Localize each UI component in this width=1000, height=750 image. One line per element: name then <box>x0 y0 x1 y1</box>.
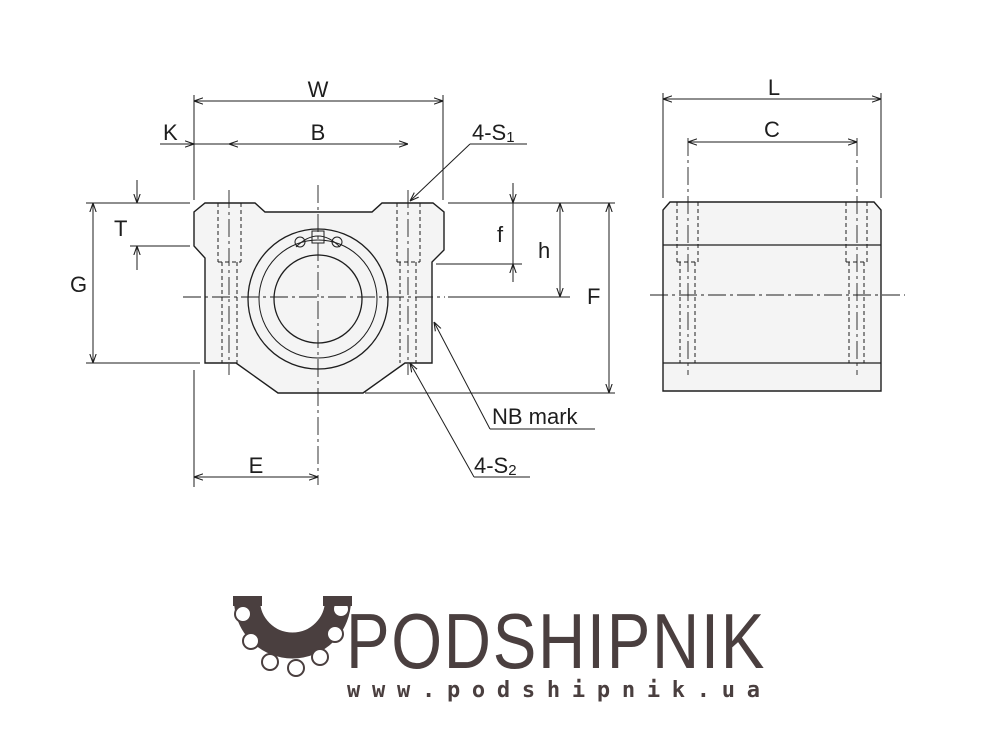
label-s1: 4-S1 <box>472 120 515 146</box>
label-f-large: F <box>587 284 600 309</box>
bearing-mid-ring <box>258 239 378 359</box>
label-nb-mark: NB mark <box>492 404 579 429</box>
label-g: G <box>70 272 87 297</box>
side-holes-right <box>845 202 868 363</box>
side-outline <box>662 201 882 392</box>
brand-logo: PODSHIPNIK www.podshipnik.ua <box>233 596 767 703</box>
ring-eye-left <box>294 236 306 248</box>
label-l: L <box>768 75 780 100</box>
label-h: h <box>538 238 550 263</box>
bolt-holes-right <box>396 203 421 363</box>
side-holes-left <box>676 202 699 363</box>
label-s2: 4-S2 <box>474 453 517 479</box>
label-k: K <box>163 120 178 145</box>
ring-eye-right <box>331 236 343 248</box>
label-t: T <box>114 216 127 241</box>
side-view: L C <box>650 75 905 392</box>
bolt-holes-left <box>217 203 242 363</box>
leader-nb-mark <box>434 322 491 430</box>
brand-website: www.podshipnik.ua <box>347 678 767 703</box>
front-view: W B K 4-S1 T G f h F NB mark <box>70 77 615 487</box>
label-c: C <box>764 117 780 142</box>
label-w: W <box>308 77 329 102</box>
brand-name: PODSHIPNIK <box>346 597 766 685</box>
housing-outline <box>193 202 445 394</box>
horseshoe-bearing-icon <box>233 596 352 677</box>
label-b: B <box>311 120 326 145</box>
leader-s1 <box>410 143 471 201</box>
label-e: E <box>249 453 264 478</box>
leader-s2 <box>410 363 475 478</box>
label-f-small: f <box>497 222 504 247</box>
